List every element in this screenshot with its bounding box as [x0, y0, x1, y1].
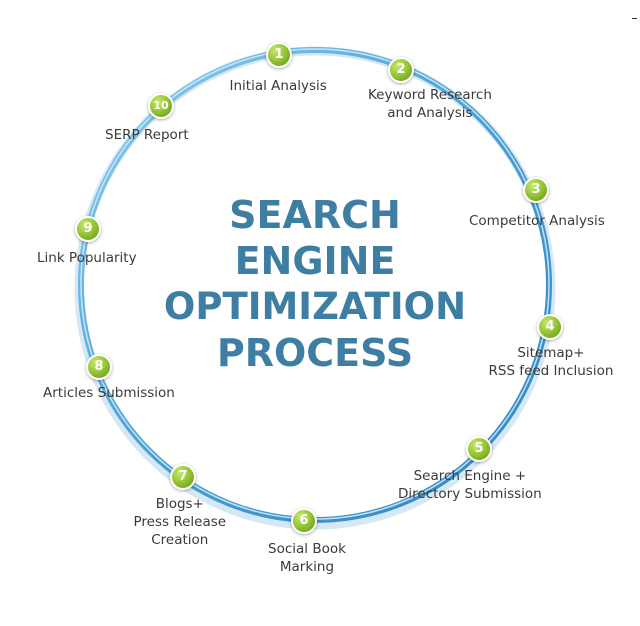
step-3-badge: 3	[523, 177, 549, 203]
step-9-label: Link Popularity	[37, 249, 137, 267]
edge-mark	[632, 18, 637, 19]
title-line-4: PROCESS	[216, 331, 414, 375]
step-4-label-line: Sitemap+	[517, 345, 585, 361]
step-4-label: Sitemap+ RSS feed Inclusion	[489, 344, 614, 380]
step-8-label: Articles Submission	[43, 384, 175, 402]
step-2-label-line: Keyword Research	[368, 87, 492, 103]
step-8-badge: 8	[86, 354, 112, 380]
step-5-badge: 5	[466, 436, 492, 462]
step-9-label-line: Link Popularity	[37, 250, 137, 266]
step-8-label-line: Articles Submission	[43, 385, 175, 401]
step-2-label-line: and Analysis	[387, 105, 473, 121]
title-line-3: OPTIMIZATION	[163, 285, 467, 328]
step-10-label: SERP Report	[105, 126, 189, 144]
step-1-label-line: Initial Analysis	[229, 78, 327, 94]
step-10-badge: 10	[148, 93, 174, 119]
step-3-label-line: Competitor Analysis	[469, 213, 605, 229]
step-7-badge: 7	[170, 464, 196, 490]
step-6-label-line: Marking	[279, 559, 335, 575]
step-7-label-line: Press Release	[133, 514, 227, 530]
step-3-label: Competitor Analysis	[469, 212, 605, 230]
step-6-badge: 6	[291, 508, 317, 534]
step-1-badge: 1	[266, 42, 292, 68]
step-10-label-line: SERP Report	[105, 127, 189, 143]
step-2-label: Keyword Research and Analysis	[368, 86, 492, 122]
step-1-label: Initial Analysis	[230, 77, 327, 95]
title-line-2: ENGINE	[234, 239, 396, 283]
step-5-label-line: Directory Submission	[398, 486, 542, 502]
step-7-label-line: Creation	[151, 532, 209, 548]
step-9-badge: 9	[75, 216, 101, 242]
step-2-badge: 2	[388, 57, 414, 83]
step-6-label-line: Social Book	[268, 541, 346, 557]
step-5-label-line: Search Engine +	[413, 468, 527, 484]
step-7-label-line: Blogs+	[155, 496, 204, 512]
title-line-1: SEARCH	[229, 193, 401, 237]
step-5-label: Search Engine + Directory Submission	[398, 467, 542, 503]
step-4-label-line: RSS feed Inclusion	[488, 363, 614, 379]
step-4-badge: 4	[537, 314, 563, 340]
